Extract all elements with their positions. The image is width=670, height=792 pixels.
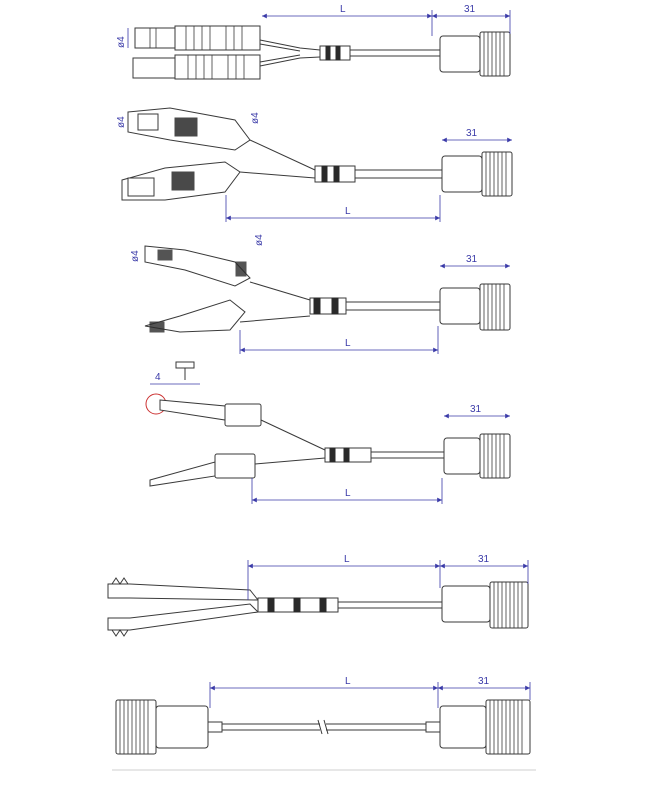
assembly-4-pin-probe-cable: 4 L 31: [145, 361, 511, 504]
pin-probe-lower: [149, 453, 256, 487]
alligator-clip-lower: [121, 161, 241, 201]
circular-connector: [443, 433, 511, 479]
banana-plug-lower: [132, 54, 261, 80]
circular-connector: [441, 151, 513, 197]
dim-length-label: L: [344, 554, 350, 565]
dim-connector-label: 31: [470, 404, 482, 415]
alligator-clip-upper: [127, 107, 251, 151]
splitter-boot: [257, 597, 339, 613]
dim-pin-width-label: 4: [155, 372, 161, 383]
assembly-6-connector-to-connector-cable: L 31: [112, 676, 536, 771]
circular-connector: [441, 581, 529, 629]
dim-connector-label: 31: [478, 676, 490, 687]
pin-detail: 4: [150, 361, 200, 385]
dim-diameter-label: ø4: [130, 250, 141, 262]
circular-connector: [439, 31, 511, 77]
circular-connector: [439, 283, 511, 331]
dim-length-label: L: [345, 338, 351, 349]
dim-length-label: L: [345, 676, 351, 687]
circular-connector-left: [115, 699, 209, 755]
banana-plug-upper: [134, 25, 261, 51]
dim-diameter-label: ø4: [250, 112, 261, 124]
dim-connector-label: 31: [466, 128, 478, 139]
dim-diameter-label: ø4: [254, 234, 265, 246]
spring-clip-upper: [107, 577, 260, 601]
dim-connector-label: 31: [464, 4, 476, 15]
dim-length-label: L: [340, 4, 346, 15]
dim-diameter-label: ø4: [116, 36, 127, 48]
small-clip-upper: [144, 245, 251, 287]
dim-diameter-label: ø4: [116, 116, 127, 128]
assembly-1-banana-plug-cable: L 31 ø4: [116, 4, 511, 80]
circular-connector-right: [439, 699, 531, 755]
small-clip-lower: [144, 299, 246, 333]
pin-probe-upper: [159, 399, 262, 427]
splitter-boot: [309, 297, 347, 315]
dim-length-label: L: [345, 488, 351, 499]
splitter-boot: [319, 45, 351, 61]
dim-connector-label: 31: [466, 254, 478, 265]
dim-length-label: L: [345, 206, 351, 217]
splitter-boot: [314, 165, 356, 183]
spring-clip-lower: [107, 603, 260, 637]
assembly-3-small-alligator-cable: L 31 ø4 ø4: [130, 234, 511, 354]
assembly-2-alligator-clip-cable: L 31 ø4 ø4: [116, 107, 513, 222]
assembly-5-spring-clip-cable: L 31: [107, 554, 529, 637]
dim-connector-label: 31: [478, 554, 490, 565]
splitter-boot: [324, 447, 372, 463]
